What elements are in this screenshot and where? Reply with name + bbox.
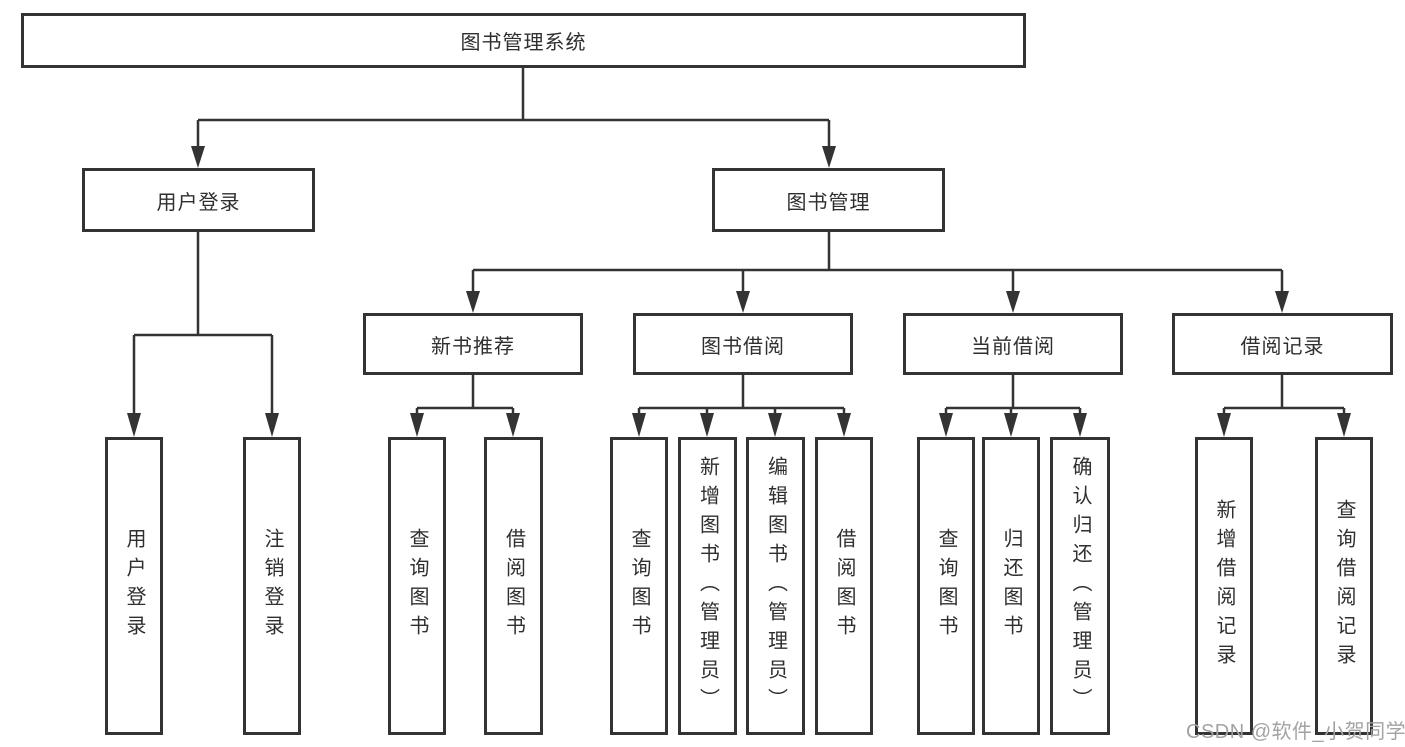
node-user-login: 用户登录 [82, 168, 315, 232]
node-leaf-query-book-current: 查询图书 [917, 437, 975, 735]
arrow-down-icons [127, 146, 1351, 437]
node-new-book-recommend: 新书推荐 [363, 313, 583, 375]
node-current-borrowing-label: 当前借阅 [971, 335, 1055, 358]
node-book-borrowing: 图书借阅 [633, 313, 853, 375]
node-leaf-query-book-recommend-label: 查询图书 [406, 528, 428, 644]
arrow-down-icon [466, 291, 480, 313]
node-leaf-query-book-recommend: 查询图书 [388, 437, 446, 735]
arrow-down-icon [1337, 413, 1351, 437]
node-leaf-add-borrow-record-label: 新增借阅记录 [1213, 499, 1235, 673]
connector-paths [132, 68, 1346, 416]
node-borrowing-records-label: 借阅记录 [1240, 335, 1325, 358]
node-leaf-logout-label: 注销登录 [261, 528, 283, 644]
arrow-down-icon [1217, 413, 1231, 437]
arrow-down-icon [410, 413, 424, 437]
node-new-book-recommend-label: 新书推荐 [431, 335, 515, 358]
node-book-management-label: 图书管理 [786, 191, 871, 214]
arrow-down-icon [700, 413, 714, 437]
node-leaf-confirm-return-admin: 确认归还（管理员） [1050, 437, 1110, 735]
node-leaf-add-book-admin: 新增图书（管理员） [678, 437, 737, 735]
arrow-down-icon [1004, 413, 1018, 437]
arrow-down-icon [822, 146, 836, 168]
arrow-down-icon [632, 413, 646, 437]
node-leaf-edit-book-admin-label: 编辑图书（管理员） [764, 455, 787, 717]
arrow-down-icon [939, 413, 953, 437]
arrow-down-icon [837, 413, 851, 437]
node-book-management: 图书管理 [712, 168, 945, 232]
node-current-borrowing: 当前借阅 [903, 313, 1123, 375]
node-leaf-query-borrow-record: 查询借阅记录 [1315, 437, 1373, 735]
node-borrowing-records: 借阅记录 [1172, 313, 1393, 375]
node-leaf-return-book-label: 归还图书 [1000, 528, 1022, 644]
node-user-login-label: 用户登录 [156, 191, 241, 214]
arrow-down-icon [768, 413, 782, 437]
node-leaf-query-book-borrowing: 查询图书 [610, 437, 668, 735]
node-leaf-logout: 注销登录 [243, 437, 301, 735]
node-leaf-add-book-admin-label: 新增图书（管理员） [696, 455, 719, 717]
node-leaf-user-login-label: 用户登录 [123, 528, 145, 644]
node-leaf-query-book-borrowing-label: 查询图书 [628, 528, 650, 644]
node-leaf-confirm-return-admin-label: 确认归还（管理员） [1069, 455, 1091, 717]
node-leaf-borrow-book-borrowing: 借阅图书 [815, 437, 873, 735]
node-leaf-query-borrow-record-label: 查询借阅记录 [1333, 499, 1355, 673]
node-leaf-edit-book-admin: 编辑图书（管理员） [746, 437, 805, 735]
node-book-borrowing-label: 图书借阅 [701, 335, 785, 358]
arrow-down-icon [191, 146, 205, 168]
node-leaf-add-borrow-record: 新增借阅记录 [1195, 437, 1253, 735]
node-root: 图书管理系统 [21, 13, 1026, 68]
watermark-text: CSDN @软件_小贺同学 [1186, 721, 1405, 743]
arrow-down-icon [506, 413, 520, 437]
node-leaf-borrow-book-recommend-label: 借阅图书 [502, 528, 525, 644]
arrow-down-icon [1006, 291, 1020, 313]
arrow-down-icon [1073, 413, 1087, 437]
arrow-down-icon [736, 291, 750, 313]
node-leaf-return-book: 归还图书 [982, 437, 1040, 735]
node-root-label: 图书管理系统 [460, 32, 587, 54]
arrow-down-icon [127, 413, 141, 437]
arrow-down-icon [1275, 291, 1289, 313]
node-leaf-user-login: 用户登录 [105, 437, 163, 735]
arrow-down-icon [265, 413, 279, 437]
node-leaf-query-book-current-label: 查询图书 [935, 528, 957, 644]
node-leaf-borrow-book-recommend: 借阅图书 [484, 437, 543, 735]
node-leaf-borrow-book-borrowing-label: 借阅图书 [833, 528, 855, 644]
